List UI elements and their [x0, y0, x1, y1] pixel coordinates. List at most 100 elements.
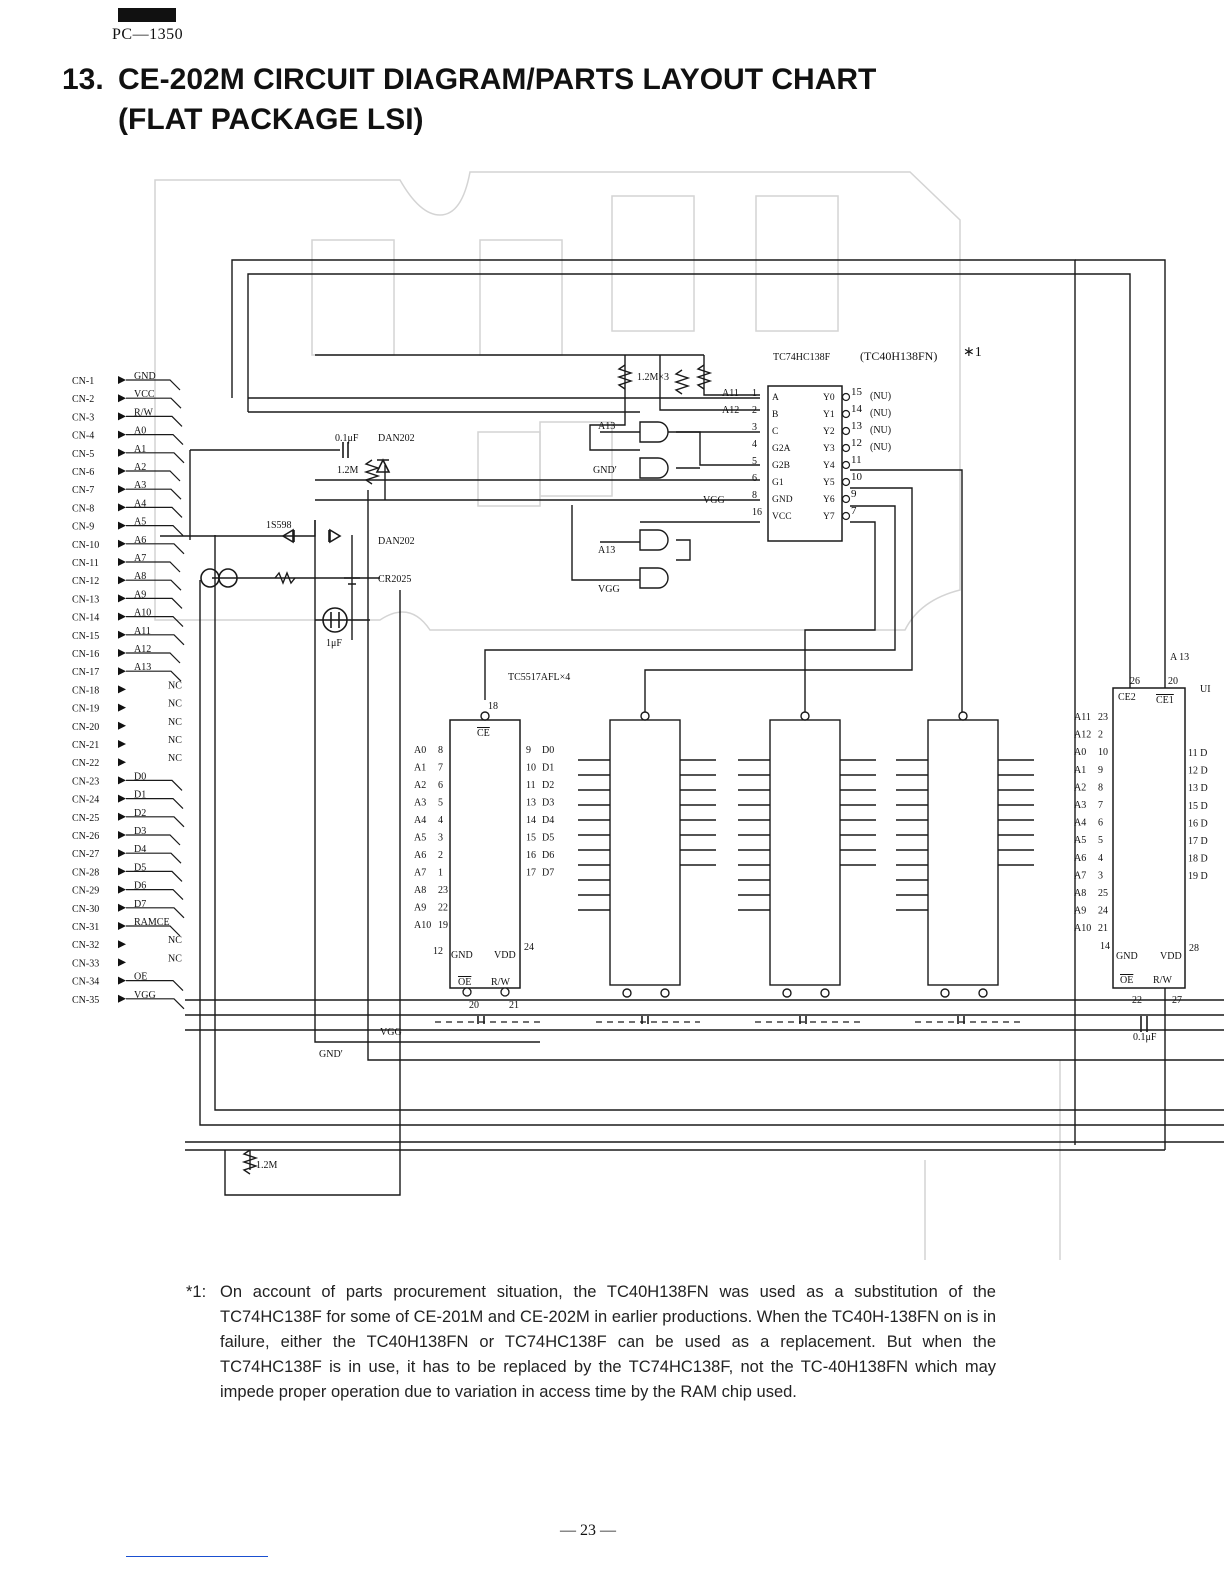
parts-layout-outline: [154, 171, 1061, 1260]
resistor-label-2: 1.2M: [256, 1160, 278, 1171]
footer-line: [126, 1556, 268, 1557]
connector-pin-arrow: [118, 867, 126, 876]
ram1-data-signal: D6: [542, 850, 554, 861]
connector-wire: [126, 834, 181, 846]
ram1-data-pin: 14: [526, 815, 536, 826]
ram1-data-pin: 17: [526, 868, 536, 879]
connector-pin-arrow: [118, 412, 126, 421]
connector-pin-label: CN-11: [72, 558, 99, 569]
ram1-addr-pin: 7: [438, 763, 443, 774]
connector-pin-label: CN-3: [72, 412, 94, 423]
decoder-ic: TC74HC138F (TC40H138FN) ∗1 A1B2C3G2A4G2B…: [752, 345, 982, 542]
ram1-rw-pin: 21: [509, 1000, 519, 1011]
connector-pin-label: CN-5: [72, 449, 94, 460]
ram1-addr-pin: 8: [438, 745, 443, 756]
connector-wire: [126, 816, 185, 828]
net-ul: UI: [1200, 684, 1211, 695]
decoder-output-bubble: [841, 494, 851, 504]
decoder-pin-name: G1: [772, 478, 784, 488]
connector-pin-label: CN-15: [72, 631, 99, 642]
ram5-data-pin: 12 D: [1188, 766, 1208, 777]
connector-signal-label: A12: [134, 644, 151, 655]
ram1-ce-pin: 18: [488, 701, 498, 712]
connector-pin-label: CN-8: [72, 503, 94, 514]
ram5-addr-signal: A8: [1074, 888, 1086, 899]
decoder-output-bubble: [841, 426, 851, 436]
page-title: 13.CE-202M CIRCUIT DIAGRAM/PARTS LAYOUT …: [62, 60, 876, 140]
ram5-rw-pin: 27: [1172, 995, 1182, 1006]
connector-pin-label: CN-31: [72, 922, 99, 933]
ram1-data-pin: 13: [526, 798, 536, 809]
ram5-addr-signal: A4: [1074, 818, 1086, 829]
connector-pin-label: CN-6: [72, 467, 94, 478]
net-vgg-1: VGG: [703, 495, 725, 506]
ram1-addr-signal: A1: [414, 763, 426, 774]
ram1-data-signal: D0: [542, 745, 554, 756]
diode-label-2: 1S598: [266, 520, 292, 531]
decoder-output-name: Y5: [823, 478, 835, 488]
connector-signal-label: A6: [134, 535, 146, 546]
decoder-output-note: (NU): [870, 391, 891, 402]
connector-signal-label: A9: [134, 589, 146, 600]
connector-signal-label: A3: [134, 480, 146, 491]
ram1-addr-signal: A5: [414, 833, 426, 844]
ram1-addr-pin: 22: [438, 903, 448, 914]
battery-label: CR2025: [378, 574, 411, 585]
ram5-addr-signal: A11: [1074, 712, 1091, 723]
connector-signal-label: A1: [134, 444, 146, 455]
connector-pin-arrow: [118, 448, 126, 457]
decoder-output-number: 11: [851, 454, 862, 466]
connector-signal-label: NC: [168, 953, 182, 964]
ram1-data-signal: D5: [542, 833, 554, 844]
ram5-addr-signal: A6: [1074, 853, 1086, 864]
ram1-addr-pin: 4: [438, 815, 443, 826]
connector-pin-arrow: [118, 558, 126, 566]
connector-pin-arrow: [118, 994, 126, 1003]
connector-wire: [126, 434, 184, 446]
connector-pin-arrow: [118, 831, 126, 839]
ram5-addr-signal: A9: [1074, 906, 1086, 917]
section-number: 13.: [62, 63, 104, 96]
connector-signal-label: A10: [134, 608, 151, 619]
connector-pin-label: CN-18: [72, 685, 99, 696]
ram5-data-pin: 15 D: [1188, 801, 1208, 812]
ram1-addr-pin: 19: [438, 920, 448, 931]
connector-pin-label: CN-29: [72, 886, 99, 897]
connector-signal-label: D6: [134, 881, 146, 892]
decoder-output-name: Y7: [823, 512, 835, 522]
decoder-output-number: 10: [851, 471, 863, 483]
connector-pin-arrow: [118, 485, 126, 494]
connector-pin-arrow: [118, 721, 126, 730]
connector-wire: [126, 506, 183, 518]
decoder-pin-number: 3: [752, 422, 757, 433]
connector-pin-arrow: [118, 885, 126, 894]
ram5-data-pin: 19 D: [1188, 871, 1208, 882]
connector-pin-label: CN-17: [72, 667, 99, 678]
ram5-gnd-pin: 14: [1100, 941, 1110, 952]
connector-pin-arrow: [118, 940, 126, 949]
connector-pin-arrow: [118, 503, 126, 512]
ram5-addr-signal: A12: [1074, 730, 1091, 741]
connector-signal-label: NC: [168, 735, 182, 746]
connector-pin-arrow: [118, 649, 126, 657]
connector-signal-label: GND: [134, 371, 156, 382]
connector-pin-arrow: [118, 740, 126, 748]
model-number: PC—1350: [112, 26, 184, 43]
connector-wire: [126, 379, 181, 391]
connector-pin-label: CN-13: [72, 594, 99, 605]
connector-pin-arrow: [118, 794, 126, 803]
decoder-pin-name: B: [772, 410, 778, 420]
decoder-alt-part-number: (TC40H138FN): [860, 349, 937, 363]
connector-signal-label: A0: [134, 426, 146, 437]
capacitor-label-2: 1μF: [326, 638, 342, 649]
connector-signal-label: A4: [134, 498, 146, 509]
ram1-addr-signal: A10: [414, 920, 431, 931]
decoder-pin-name: VCC: [772, 512, 792, 522]
connector-pin-label: CN-22: [72, 758, 99, 769]
connector-wire: [126, 925, 181, 937]
decoder-output-note: (NU): [870, 425, 891, 436]
connector-pin-arrow: [118, 376, 126, 384]
connector-pin-label: CN-25: [72, 813, 99, 824]
